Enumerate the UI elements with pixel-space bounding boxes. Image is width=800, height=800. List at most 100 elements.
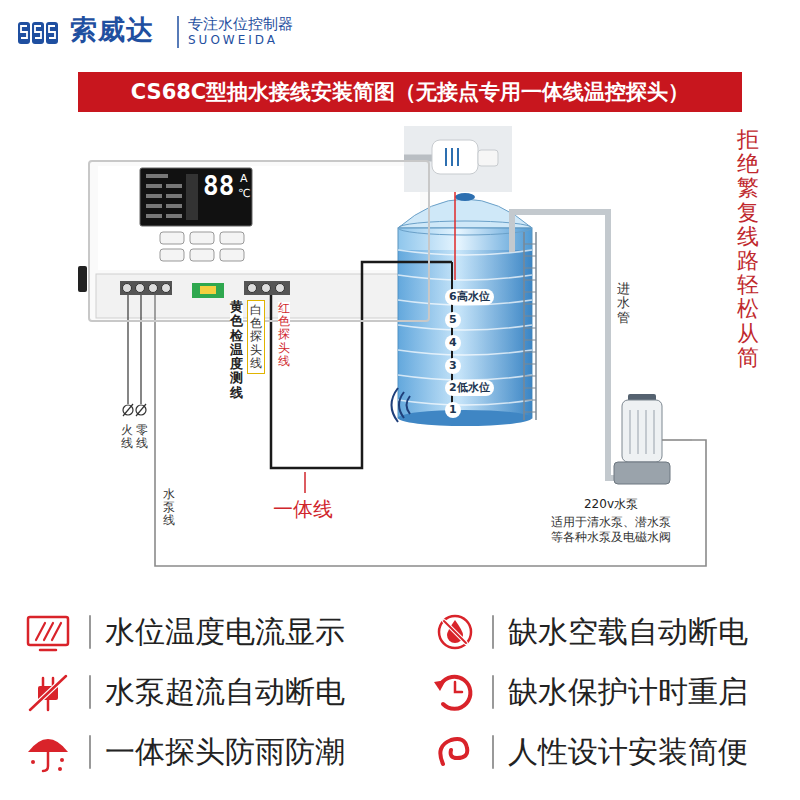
feature-icons [492,616,494,648]
feature-icons [492,736,494,768]
water-tank [398,250,532,418]
feature-icons [31,760,35,764]
feature-icons [30,676,66,710]
controller-body [248,284,257,293]
level-marker: 2低水位 [445,380,494,396]
feature-icons [492,676,494,708]
probe-photo [457,148,459,166]
controller-body [276,284,285,293]
water-tank [398,250,532,405]
wire-label: 红色探头线 [278,302,290,368]
feature-icons [58,767,62,771]
controller-box: 88A℃ [88,160,430,322]
pump-symbol [614,462,670,484]
edge-label: 水泵线 [163,488,175,528]
feature-text: 缺水保护计时重启 [508,674,748,710]
water-tank [524,244,536,412]
title-text: CS68C型抽水接线安装简图（无接点专用一体线温控探头） [78,79,742,105]
water-tank [523,232,525,420]
feature-icons [36,623,61,640]
power-wires [123,404,133,416]
edge-label: 进水管 [617,282,630,325]
controller-body [166,184,182,188]
water-pump: 220v水泵适用于清水泵、潜水泵 等各种水泵及电磁水阀 [530,385,692,550]
brand-latin: SUOWEIDA [188,33,278,47]
controller-body [78,160,430,322]
controller-body [123,284,132,293]
power-wires [123,295,305,493]
feature-icons [434,680,446,691]
title-banner [78,72,742,112]
feature-icons [89,616,91,648]
controller-body [220,249,244,261]
water-tank [455,193,475,201]
feature-icons [439,616,471,648]
water-tank [392,192,537,426]
controller-body [200,286,216,294]
water-tank [398,228,532,418]
probe-photo [404,126,512,192]
feature-icons [444,621,466,643]
controller-body [190,232,214,244]
pump-text: 220v水泵 [530,497,692,512]
probe-wire-tag: 白色探头线 [247,300,265,374]
feature-icons [440,739,467,764]
feature-text: 人性设计安装简便 [508,734,748,770]
power-wires [140,295,141,404]
controller-body [146,194,162,198]
inlet-pipe [512,212,608,385]
controller-body [120,281,172,295]
power-wires [123,405,133,415]
feature-text: 水泵超流自动断电 [105,674,345,710]
pump-text: 适用于清水泵、潜水泵 等各种水泵及电磁水阀 [548,515,674,545]
integrated-cable [271,262,398,468]
water-tank [509,225,515,252]
water-tank [398,410,532,426]
feature-icons [40,649,56,652]
controller-body [262,284,271,293]
probe-photo [432,140,478,174]
brand-slogan: 专注水位控制器 [188,15,293,33]
controller-body [146,204,162,208]
controller-body [166,194,182,198]
feature-text: 水位温度电流显示 [105,614,345,650]
title-banner [78,72,742,112]
brand-logo [21,26,55,38]
controller-body [98,166,420,270]
slogan-vertical: 拒绝繁复线路 轻松从简 [737,128,759,370]
power-wires [270,295,273,322]
water-tank [535,232,537,420]
feature-icons [60,758,64,762]
wire-label: 白色探头线 [250,304,262,370]
controller-body [146,184,162,188]
level-marker: 4 [445,335,461,351]
feature-icons [28,617,68,645]
feature-text: 一体探头防雨防潮 [105,734,345,770]
display-reading: 88 [203,171,234,201]
pump-symbol [605,385,611,478]
controller-body [140,168,252,226]
feature-icons [43,752,48,771]
pump-symbol [630,410,654,454]
controller-body [244,281,290,295]
water-tank [392,388,411,422]
controller-body [149,284,158,293]
brand-name: 索威达 [70,14,154,46]
pump-symbol [605,385,692,484]
feature-icons [455,682,462,692]
feature-icons [89,736,91,768]
controller-body [190,249,214,261]
controller-body [192,283,224,298]
controller-body [220,232,244,244]
probe-photo [478,150,498,166]
wire-label: 零线 [136,424,148,450]
feature-icons [441,677,470,709]
controller-body [146,174,168,178]
wire-label: 火线 [121,424,133,450]
controller-body [160,249,184,261]
wire-label: 黄色检温度测线 [230,300,243,400]
controller-body [146,214,162,218]
controller-body [162,284,171,293]
level-marker: 3 [445,358,461,374]
